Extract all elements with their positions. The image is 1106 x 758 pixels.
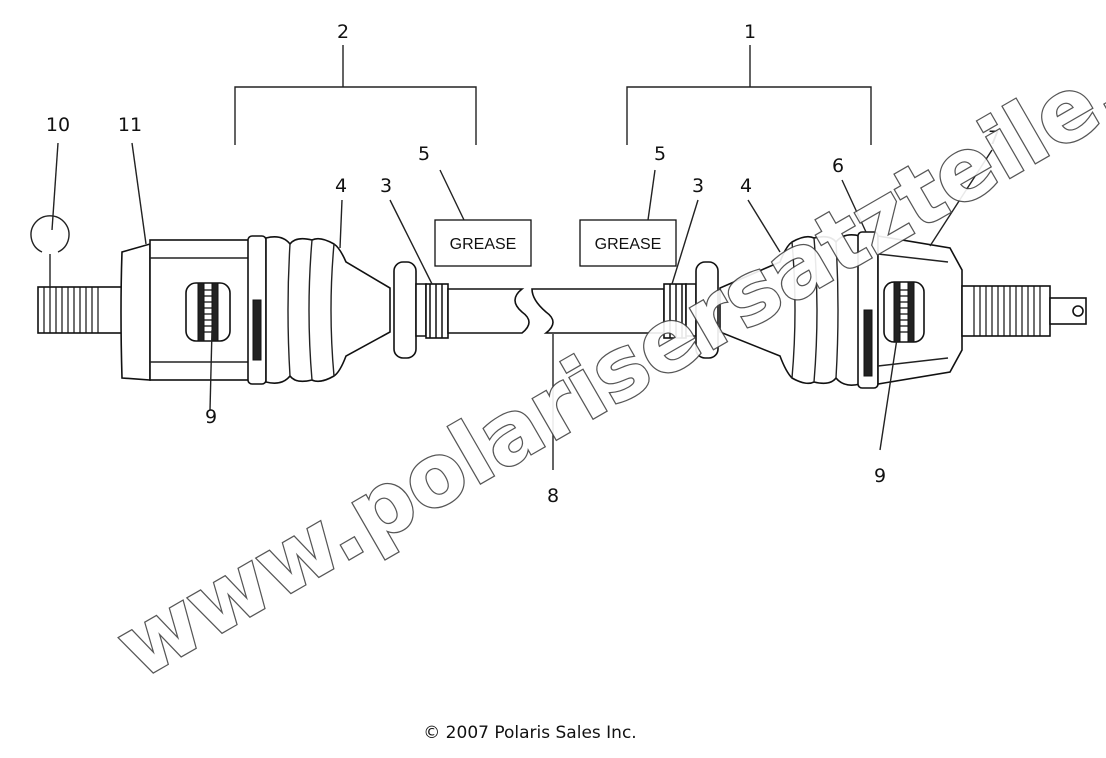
grease-box-left: GREASE bbox=[434, 219, 532, 267]
callout-2: 2 bbox=[337, 21, 349, 43]
callout-9-right: 9 bbox=[874, 465, 886, 487]
grease-label-right: GREASE bbox=[595, 236, 662, 253]
callout-11: 11 bbox=[118, 114, 142, 136]
callout-5-right: 5 bbox=[654, 143, 666, 165]
callout-4-left: 4 bbox=[335, 175, 347, 197]
right-cv-housing bbox=[877, 235, 1087, 385]
right-boot bbox=[685, 231, 879, 389]
callouts: 2 1 10 11 4 3 5 5 3 4 6 7 9 9 8 bbox=[46, 21, 1000, 507]
snap-ring bbox=[30, 215, 70, 287]
callout-8: 8 bbox=[547, 485, 559, 507]
grease-label-left: GREASE bbox=[450, 236, 517, 253]
bracket-1 bbox=[626, 45, 872, 145]
callout-9-left: 9 bbox=[205, 406, 217, 428]
callout-5-left: 5 bbox=[418, 143, 430, 165]
leader-lines bbox=[51, 142, 993, 470]
grease-box-right: GREASE bbox=[579, 219, 677, 267]
callout-1: 1 bbox=[744, 21, 756, 43]
axle-shaft bbox=[447, 288, 665, 334]
left-boot bbox=[247, 235, 427, 385]
callout-4-right: 4 bbox=[740, 175, 752, 197]
bracket-2 bbox=[234, 45, 477, 145]
callout-3-left: 3 bbox=[380, 175, 392, 197]
left-cv-housing bbox=[37, 239, 251, 381]
left-clamp bbox=[425, 283, 449, 339]
callout-10: 10 bbox=[46, 114, 70, 136]
copyright-text: © 2007 Polaris Sales Inc. bbox=[423, 723, 636, 743]
callout-6: 6 bbox=[832, 155, 844, 177]
callout-3-right: 3 bbox=[692, 175, 704, 197]
callout-7: 7 bbox=[988, 127, 1000, 149]
